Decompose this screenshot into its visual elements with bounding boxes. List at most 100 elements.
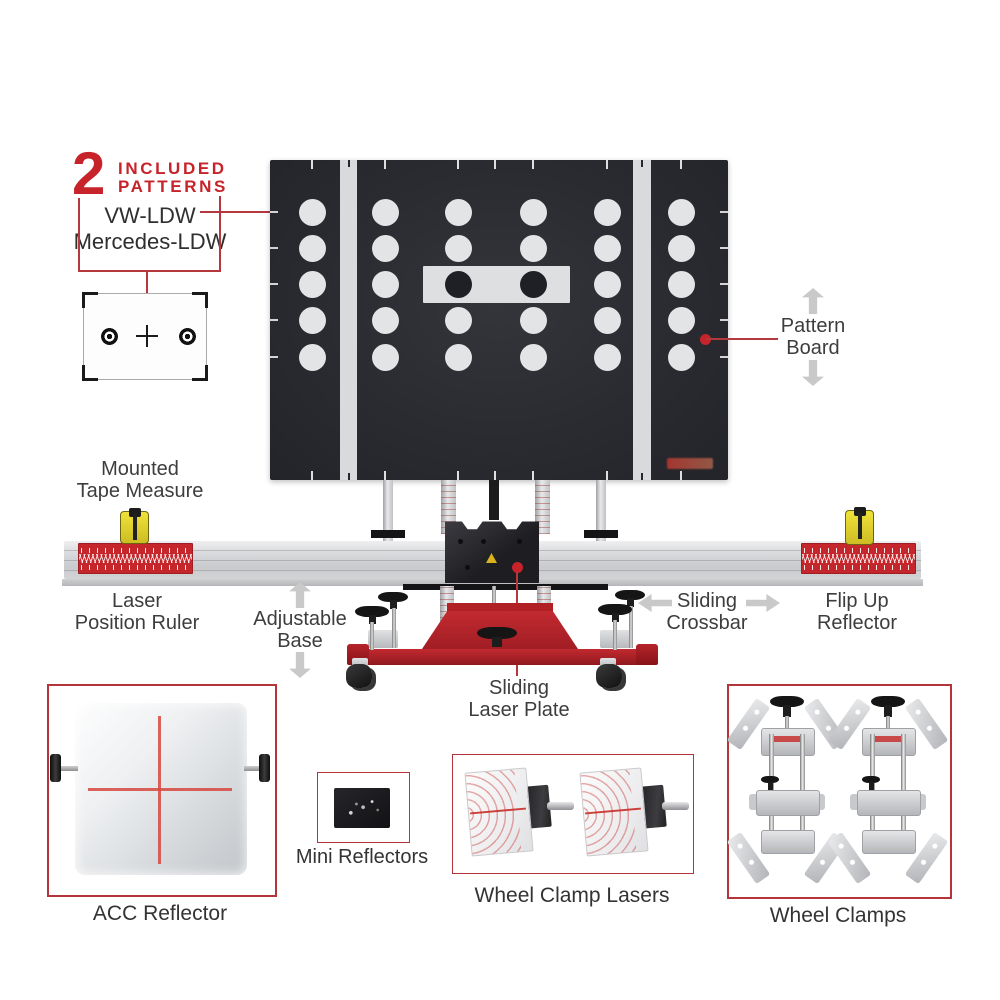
post-clamp-right bbox=[584, 530, 618, 538]
acc-reflector-caption: ACC Reflector bbox=[92, 902, 228, 925]
corner-mark-icon bbox=[82, 292, 98, 308]
base-beam bbox=[347, 649, 658, 665]
tape-stripe bbox=[857, 513, 862, 539]
board-tick bbox=[720, 211, 728, 213]
stripe-tick bbox=[641, 160, 643, 167]
patterns-word: PATTERNS bbox=[118, 177, 228, 196]
pattern-dot bbox=[298, 343, 326, 371]
arrow-down-icon bbox=[289, 652, 311, 678]
board-tick bbox=[720, 356, 728, 358]
callout-bracket-right-line bbox=[219, 196, 221, 272]
board-tick bbox=[457, 471, 459, 480]
sliding-laser-plate-line1: Sliding bbox=[488, 677, 550, 699]
tape-clip bbox=[128, 508, 141, 517]
board-tick bbox=[270, 283, 278, 285]
adjustable-base-line1: Adjustable bbox=[253, 608, 347, 630]
jack-knob bbox=[615, 590, 645, 600]
clamp-mid-knob bbox=[862, 776, 880, 783]
clamp-screw bbox=[785, 716, 789, 730]
plate-mount-bar bbox=[403, 584, 608, 590]
clamp-brand-tag bbox=[873, 736, 903, 742]
board-stripe-right bbox=[633, 160, 651, 480]
pattern-board-face bbox=[270, 160, 728, 480]
callout-bracket-bottom-line bbox=[78, 270, 221, 272]
sliding-plate-pointer-dot bbox=[512, 562, 523, 573]
pattern-board-pointer-line bbox=[706, 338, 778, 340]
board-tick bbox=[311, 471, 313, 480]
pattern-board-label-line2: Board bbox=[786, 337, 840, 360]
pattern-dot bbox=[298, 198, 326, 226]
board-tick bbox=[494, 160, 496, 169]
wheel-clamp-left bbox=[726, 692, 848, 888]
laser-unit-shaft bbox=[662, 802, 689, 810]
clamp-mid-knob bbox=[761, 776, 779, 783]
acc-mount-rod-left bbox=[60, 766, 78, 771]
clamp-mid-knob-stem bbox=[869, 782, 874, 790]
pattern-dot bbox=[298, 306, 326, 334]
clamp-knob bbox=[770, 696, 804, 707]
stand-post-outer-left bbox=[383, 480, 393, 541]
corner-mark-icon bbox=[82, 365, 98, 381]
wheel-clamp-lasers-caption: Wheel Clamp Lasers bbox=[474, 884, 670, 907]
arrow-up-icon bbox=[802, 288, 824, 314]
pattern-dot bbox=[667, 343, 695, 371]
acc-crosshair-horizontal bbox=[88, 788, 232, 791]
pattern-dot bbox=[519, 306, 547, 334]
clamp-knob-stem bbox=[783, 705, 791, 717]
pattern-dot bbox=[519, 234, 547, 262]
pattern-dot bbox=[667, 234, 695, 262]
jack-knob bbox=[598, 604, 632, 615]
mini-reflectors-caption: Mini Reflectors bbox=[295, 846, 429, 868]
pattern-dot bbox=[371, 198, 399, 226]
pattern-dot bbox=[593, 270, 621, 298]
pattern-dot bbox=[371, 234, 399, 262]
corner-mark-icon bbox=[192, 365, 208, 381]
jack-knob-stem bbox=[369, 615, 376, 624]
base-bracket-left bbox=[368, 630, 398, 648]
mounted-tape-measure-line1: Mounted bbox=[101, 458, 179, 480]
clamp-knob-stem bbox=[884, 705, 892, 717]
clamp-mid-block bbox=[857, 790, 921, 816]
target-dot-right bbox=[179, 328, 196, 345]
adjustable-base-label: Adjustable Base bbox=[253, 608, 346, 653]
jack-screw bbox=[629, 606, 633, 648]
flip-up-reflector-line2: Reflector bbox=[816, 612, 898, 635]
pattern-dot bbox=[371, 306, 399, 334]
clamp-mid-knob-stem bbox=[768, 782, 773, 790]
clamp-mid-block bbox=[756, 790, 820, 816]
stripe-tick bbox=[348, 160, 350, 167]
mounted-tape-measure-line2: Tape Measure bbox=[76, 480, 204, 503]
board-tick bbox=[532, 471, 534, 480]
jack-screw bbox=[370, 622, 374, 650]
board-tick bbox=[680, 160, 682, 169]
pattern-dot bbox=[444, 198, 472, 226]
jack-screw bbox=[613, 620, 617, 650]
sample-pointer-line bbox=[146, 271, 148, 300]
pattern-dot bbox=[444, 234, 472, 262]
laser-unit-shaft bbox=[547, 802, 574, 810]
acc-mount-knob-left bbox=[50, 754, 61, 782]
board-tick bbox=[494, 471, 496, 480]
tape-clip bbox=[853, 507, 866, 516]
pattern-dot bbox=[519, 270, 547, 298]
board-tick bbox=[457, 160, 459, 169]
jack-knob-stem bbox=[627, 598, 634, 607]
stand-post-outer-right bbox=[596, 480, 606, 541]
laser-position-ruler-label: Laser Position Ruler bbox=[75, 590, 200, 635]
board-tick bbox=[720, 247, 728, 249]
pattern-board-label-line1: Pattern bbox=[780, 315, 846, 337]
board-tick bbox=[532, 160, 534, 169]
arrow-down-icon bbox=[802, 360, 824, 386]
flip-up-reflector-line1: Flip Up bbox=[825, 590, 889, 612]
tape-measure-right bbox=[845, 507, 874, 545]
jack-knob bbox=[355, 606, 389, 617]
target-dot-left bbox=[101, 328, 118, 345]
pattern-dot bbox=[519, 343, 547, 371]
sliding-crossbar-label: Sliding Crossbar bbox=[666, 590, 747, 635]
acc-mount-rod-right bbox=[244, 766, 262, 771]
jack-screw bbox=[392, 608, 396, 648]
pattern-dot bbox=[298, 270, 326, 298]
board-stripe-left bbox=[340, 160, 357, 480]
clamp-screw bbox=[886, 716, 890, 730]
clamp-plate-bottom bbox=[761, 830, 815, 854]
